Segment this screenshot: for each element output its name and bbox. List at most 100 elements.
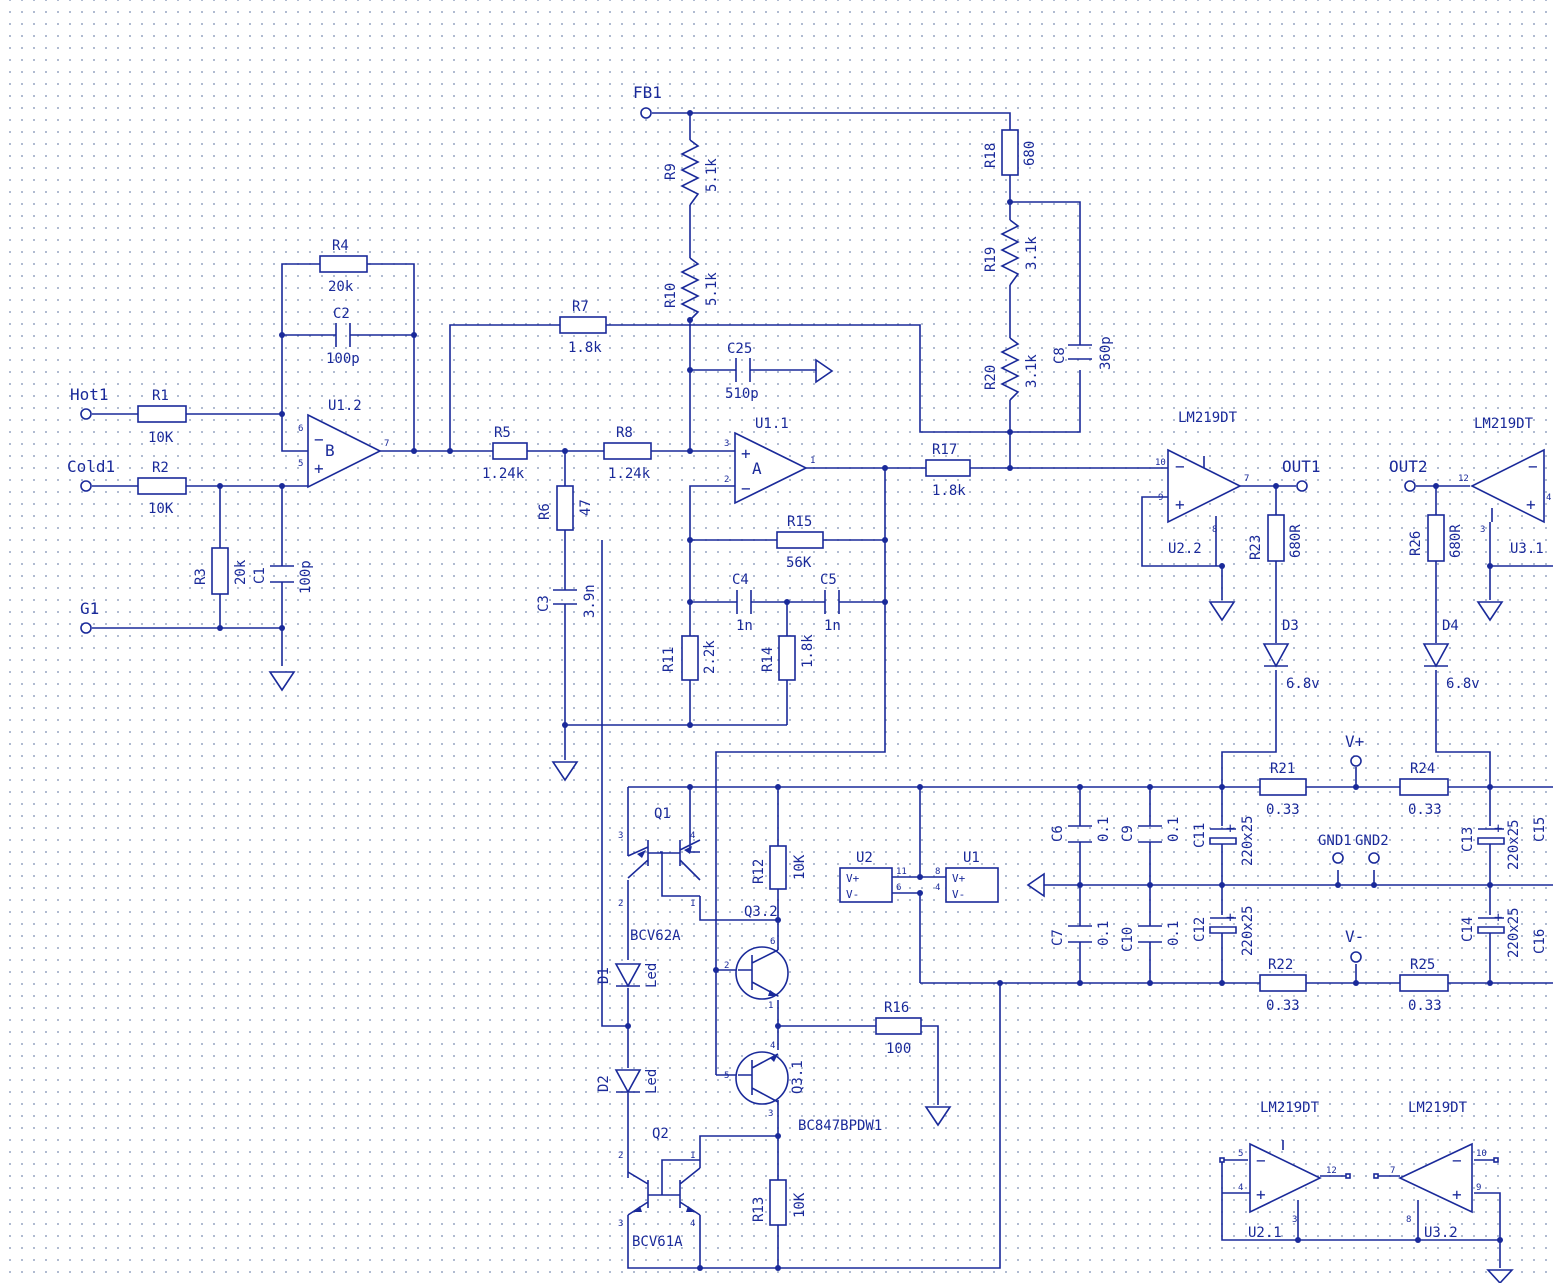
c7-val: 0.1 xyxy=(1096,921,1112,946)
c10-ref: C10 xyxy=(1120,927,1136,952)
c9-ref: C9 xyxy=(1120,825,1136,842)
pin-label: 10 xyxy=(1155,458,1166,468)
svg-text:+: + xyxy=(1452,1185,1462,1204)
u3-1-part: LM219DT xyxy=(1474,416,1534,432)
transistor-q1: Q1 BCV62A 3 4 2 1 xyxy=(618,806,701,944)
resistor-r11: R11 2.2k xyxy=(661,635,718,681)
svg-text:+: + xyxy=(314,459,324,478)
r23-ref: R23 xyxy=(1248,535,1264,560)
port-gnd1-label: GND1 xyxy=(1318,833,1352,849)
svg-text:−: − xyxy=(1452,1151,1462,1170)
r3-ref: R3 xyxy=(193,568,209,585)
opamp-u1-2: − + B U1.2 6 5 7 xyxy=(298,398,389,489)
transistors: Q1 BCV62A 3 4 2 1 Q2 BCV61A 2 1 3 4 Q3.2 xyxy=(618,806,882,1250)
r18-ref: R18 xyxy=(983,143,999,168)
port-hot1: Hot1 xyxy=(70,385,109,420)
d2-val: Led xyxy=(644,1069,660,1094)
r12-ref: R12 xyxy=(751,859,767,884)
u1-vm: V- xyxy=(952,888,965,901)
r5-val: 1.24k xyxy=(482,466,525,482)
u1-1-ref: U1.1 xyxy=(755,416,789,432)
ground-icon xyxy=(551,761,579,782)
c5-ref: C5 xyxy=(820,572,837,588)
r25-ref: R25 xyxy=(1410,957,1435,973)
port-fb1: FB1 xyxy=(633,83,662,119)
r19-val: 3.1k xyxy=(1024,236,1040,270)
r24-val: 0.33 xyxy=(1408,802,1442,818)
ports: Hot1 Cold1 G1 FB1 OUT1 OUT2 V+ V- GND1 G… xyxy=(67,83,1428,963)
r3-val: 20k xyxy=(233,559,249,585)
pin-label: 3 xyxy=(618,1219,623,1229)
diode-d4: D4 6.8v xyxy=(1422,618,1480,692)
u1-1-letter: A xyxy=(752,459,762,478)
pin-label: 4 xyxy=(690,1219,695,1229)
r19-ref: R19 xyxy=(983,247,999,272)
pin-label: 2 xyxy=(724,961,729,971)
capacitor-c9: C9 0.1 xyxy=(1120,817,1182,843)
capacitor-c6: C6 0.1 xyxy=(1050,817,1112,843)
c3-val: 3.9n xyxy=(582,584,598,618)
resistor-r8: R81.24k xyxy=(603,425,652,482)
pin-label: 9 xyxy=(1476,1183,1481,1193)
c13-ref: C13 xyxy=(1460,827,1476,852)
r14-ref: R14 xyxy=(760,647,776,672)
port-hot1-label: Hot1 xyxy=(70,385,109,404)
pin-label: 2 xyxy=(618,899,623,909)
r18-val: 680 xyxy=(1022,141,1038,166)
c2-ref: C2 xyxy=(333,306,350,322)
pin-label: 7 xyxy=(1390,1166,1395,1176)
port-fb1-label: FB1 xyxy=(633,83,662,102)
d4-val: 6.8v xyxy=(1446,676,1480,692)
port-cold1-label: Cold1 xyxy=(67,457,115,476)
port-vminus: V- xyxy=(1345,927,1364,963)
opamp-u1-1: + − A U1.1 3 2 1 xyxy=(724,416,815,505)
r22-ref: R22 xyxy=(1268,957,1293,973)
opamp-u3-1: − + LM219DT U3.1 12 3 4 xyxy=(1458,416,1551,557)
capacitor-c3: C3 3.9n xyxy=(536,584,598,618)
c6-ref: C6 xyxy=(1050,825,1066,842)
c25-ref: C25 xyxy=(727,341,752,357)
resistor-r23: R23 680R xyxy=(1248,514,1304,562)
pin-label: 8 xyxy=(935,867,940,877)
capacitor-c8: C8 360p xyxy=(1052,336,1114,370)
pin-label: 3 xyxy=(618,831,623,841)
r21-val: 0.33 xyxy=(1266,802,1300,818)
pin-label: 5 xyxy=(724,1071,729,1081)
c14-val: 220x25 xyxy=(1506,907,1522,958)
capacitor-c13: C13 + 220x25 C15 xyxy=(1460,817,1548,870)
pin-label: 5 xyxy=(1238,1149,1243,1159)
c12-ref: C12 xyxy=(1192,917,1208,942)
c8-val: 360p xyxy=(1098,336,1114,370)
ground-icon xyxy=(924,1106,952,1127)
c1-val: 100p xyxy=(298,560,314,594)
svg-text:−: − xyxy=(314,430,324,449)
pin-label: 1 xyxy=(690,899,695,909)
c11-val: 220x25 xyxy=(1240,815,1256,866)
pin-label: 4 xyxy=(1238,1183,1243,1193)
port-vplus: V+ xyxy=(1345,732,1364,767)
resistor-r6: R6 47 xyxy=(537,485,594,531)
r8-val: 1.24k xyxy=(608,466,651,482)
r16-val: 100 xyxy=(886,1041,911,1057)
svg-text:−: − xyxy=(1175,457,1185,476)
r5-ref: R5 xyxy=(494,425,511,441)
pin-label: 1 xyxy=(768,1001,773,1011)
port-out2: OUT2 xyxy=(1389,457,1428,492)
c5-val: 1n xyxy=(824,618,841,634)
pin-label: 12 xyxy=(1326,1166,1337,1176)
pin-label: 4 xyxy=(690,831,695,841)
r10-ref: R10 xyxy=(663,283,679,308)
c13-val: 220x25 xyxy=(1506,819,1522,870)
r11-ref: R11 xyxy=(661,647,677,672)
capacitor-c14: C14 + 220x25 C16 xyxy=(1460,907,1548,958)
svg-text:−: − xyxy=(1256,1151,1266,1170)
r2-val: 10K xyxy=(148,501,174,517)
capacitor-c11: C11 + 220x25 xyxy=(1192,815,1256,866)
c4-ref: C4 xyxy=(732,572,749,588)
q2-part: BCV61A xyxy=(632,1234,683,1250)
r9-val: 5.1k xyxy=(704,158,720,192)
c6-val: 0.1 xyxy=(1096,817,1112,842)
junctions xyxy=(217,110,1503,1271)
